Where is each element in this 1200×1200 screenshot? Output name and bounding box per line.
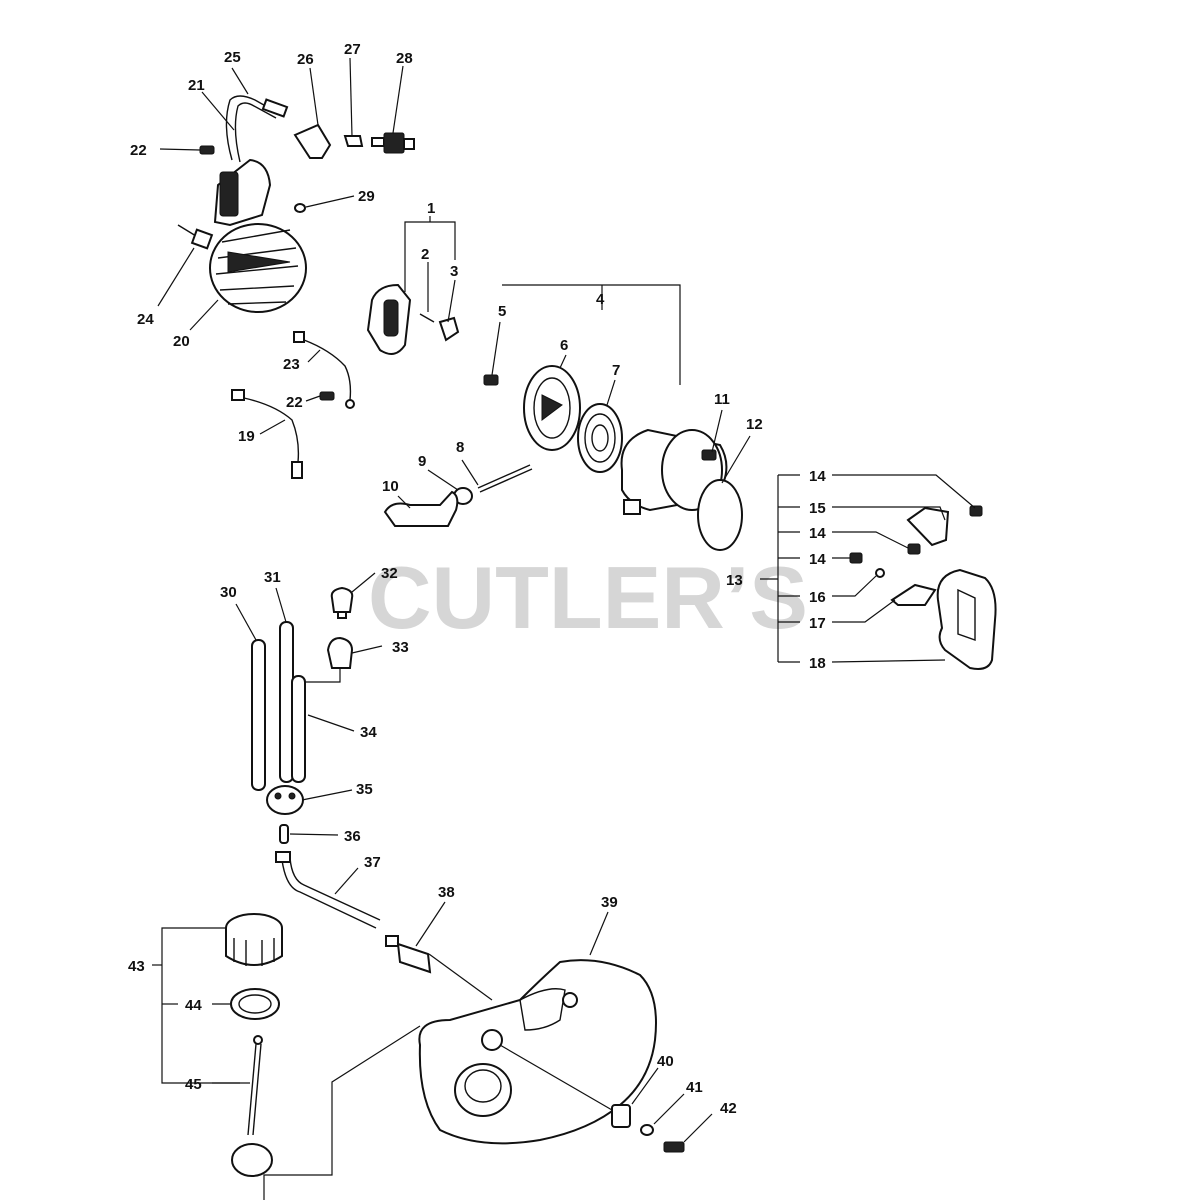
label-14b: 14 — [809, 525, 826, 542]
label-10: 10 — [382, 478, 399, 495]
label-5: 5 — [498, 303, 506, 320]
label-6: 6 — [560, 337, 568, 354]
handle-assembly — [849, 505, 997, 670]
recoil-pulley — [523, 365, 581, 451]
flywheel-nut — [177, 224, 214, 250]
label-29: 29 — [358, 188, 375, 205]
grommet-35 — [266, 785, 304, 815]
label-19: 19 — [238, 428, 255, 445]
recoil-spring — [577, 403, 623, 473]
screw-22b — [319, 391, 335, 401]
mount-40 — [611, 1104, 631, 1128]
part-labels: 25 21 26 27 28 22 29 1 2 3 4 5 6 7 24 20… — [128, 41, 826, 1117]
starter-rope — [477, 464, 533, 493]
bolt-42 — [663, 1141, 685, 1153]
fuel-tank — [418, 959, 657, 1145]
label-43: 43 — [128, 958, 145, 975]
label-44: 44 — [185, 997, 202, 1014]
label-22a: 22 — [130, 142, 147, 159]
primer-tube-37 — [275, 851, 381, 929]
cap-retainer-44 — [230, 988, 280, 1020]
screw-5 — [483, 374, 499, 386]
label-36: 36 — [344, 828, 361, 845]
label-22b: 22 — [286, 394, 303, 411]
washer-41 — [640, 1124, 654, 1136]
label-14a: 14 — [809, 468, 826, 485]
label-7: 7 — [612, 362, 620, 379]
label-26: 26 — [297, 51, 314, 68]
spark-plug-boot — [293, 123, 332, 159]
label-9: 9 — [418, 453, 426, 470]
spark-plug — [371, 132, 415, 154]
watermark: CUTLER’S — [368, 548, 808, 647]
label-33: 33 — [392, 639, 409, 656]
screw-22a — [199, 145, 215, 155]
label-25: 25 — [224, 49, 241, 66]
washer-29 — [294, 203, 306, 213]
label-14c: 14 — [809, 551, 826, 568]
fuel-line-30 — [251, 639, 266, 791]
flywheel — [209, 223, 307, 313]
label-37: 37 — [364, 854, 381, 871]
connector-36 — [279, 824, 289, 844]
label-16: 16 — [809, 589, 826, 606]
label-12: 12 — [746, 416, 763, 433]
label-34: 34 — [360, 724, 377, 741]
fuel-line-34 — [291, 675, 306, 783]
label-35: 35 — [356, 781, 373, 798]
ignition-coil — [213, 95, 289, 227]
label-8: 8 — [456, 439, 464, 456]
label-39: 39 — [601, 894, 618, 911]
leader-lines — [152, 57, 976, 1200]
screw-11 — [701, 449, 717, 461]
spark-plug-terminal — [343, 135, 364, 147]
fuel-filter-33 — [326, 636, 354, 669]
label-15: 15 — [809, 500, 826, 517]
clutch-assembly — [366, 283, 460, 355]
starter-handle — [383, 490, 459, 527]
label-1: 1 — [427, 200, 435, 217]
label-41: 41 — [686, 1079, 703, 1096]
label-3: 3 — [450, 263, 458, 280]
fitting-38 — [385, 935, 432, 974]
label-27: 27 — [344, 41, 361, 58]
label-40: 40 — [657, 1053, 674, 1070]
label-24: 24 — [137, 311, 154, 328]
label-21: 21 — [188, 77, 205, 94]
label-42: 42 — [720, 1100, 737, 1117]
stop-wire-19 — [231, 389, 303, 479]
label-11: 11 — [714, 391, 730, 408]
label-2: 2 — [421, 246, 429, 263]
label-13: 13 — [726, 572, 743, 589]
fuel-pickup-45 — [231, 1035, 273, 1177]
gasket-12 — [697, 479, 743, 551]
label-31: 31 — [264, 569, 281, 586]
label-20: 20 — [173, 333, 190, 350]
label-18: 18 — [809, 655, 826, 672]
label-45: 45 — [185, 1076, 202, 1093]
fuel-cap — [225, 913, 283, 966]
label-4: 4 — [596, 291, 605, 308]
label-23: 23 — [283, 356, 300, 373]
label-28: 28 — [396, 50, 413, 67]
label-38: 38 — [438, 884, 455, 901]
label-32: 32 — [381, 565, 398, 582]
label-30: 30 — [220, 584, 237, 601]
ground-wire-23 — [293, 331, 355, 409]
label-17: 17 — [809, 615, 826, 632]
fuel-filter-32 — [330, 586, 354, 619]
